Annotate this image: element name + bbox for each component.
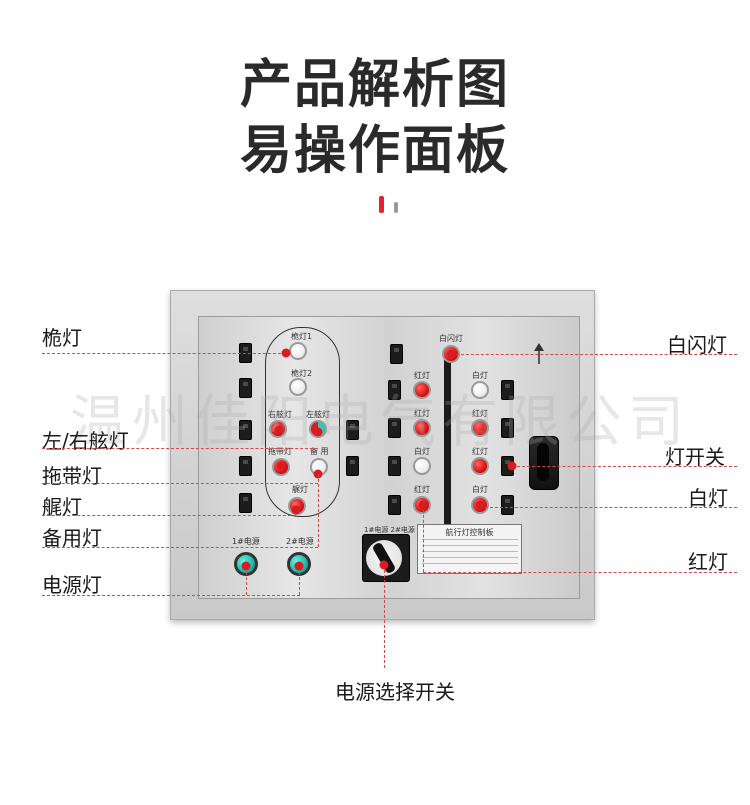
switch-mast-light-2[interactable] <box>239 378 252 398</box>
label-red-light-1: 红灯 <box>414 371 430 380</box>
accent-bar-gray <box>394 202 398 213</box>
label-red-light-5: 红灯 <box>414 485 430 494</box>
lamp-red-light-3 <box>471 419 489 437</box>
leader-spare-light <box>42 547 318 548</box>
switch-red-light-3[interactable] <box>501 418 514 438</box>
leader-light-switch <box>512 466 737 467</box>
nameplate-title: 航行灯控制板 <box>445 528 494 537</box>
switch-towing-light[interactable] <box>239 456 252 476</box>
lamp-white-light-2 <box>413 457 431 475</box>
lamp-red-light-4 <box>471 457 489 475</box>
nameplate-spec-lines <box>422 539 518 569</box>
mast-light-group-outline <box>265 327 340 517</box>
dot-power-1 <box>241 561 251 571</box>
callout-power-light: 电源灯 <box>42 573 102 597</box>
callout-red-light: 红灯 <box>688 550 728 574</box>
label-starboard-light: 右舷灯 <box>268 410 292 419</box>
lamp-red-light-1 <box>413 381 431 399</box>
label-stern-light: 艉灯 <box>292 485 308 494</box>
callout-power-selector: 电源选择开关 <box>335 680 455 704</box>
vleader-spare-light <box>318 474 319 547</box>
label-white-light-2: 白灯 <box>414 447 430 456</box>
leader-red-light <box>423 572 737 573</box>
dot-white-light <box>475 500 485 510</box>
switch-port-light[interactable] <box>346 420 359 440</box>
leader-stern-light <box>42 515 296 516</box>
dot-power-selector <box>379 560 389 570</box>
dot-mast-light <box>281 348 291 358</box>
label-mast-light-1: 桅灯1 <box>291 332 313 341</box>
dot-starboard-light <box>274 425 284 435</box>
label-power-1: 1#电源 <box>232 537 260 546</box>
callout-mast-light: 桅灯 <box>42 326 82 350</box>
leader-side-lights <box>42 448 318 449</box>
leader-mast-light <box>42 353 286 354</box>
label-red-light-2: 红灯 <box>414 409 430 418</box>
vleader-power-2 <box>299 567 300 595</box>
label-power-2: 2#电源 <box>286 537 314 546</box>
label-red-light-4: 红灯 <box>472 447 488 456</box>
master-light-switch[interactable] <box>529 436 559 490</box>
callout-light-switch: 灯开关 <box>665 445 725 469</box>
switch-starboard-light[interactable] <box>239 420 252 440</box>
dot-red-light <box>418 500 428 510</box>
callout-white-flash-light: 白闪灯 <box>667 333 727 357</box>
switch-red-light-1[interactable] <box>388 380 401 400</box>
dot-power-2 <box>294 561 304 571</box>
dot-white-flash-light <box>446 349 456 359</box>
page-title-line-2: 易操作面板 <box>239 121 510 181</box>
label-white-light-1: 白灯 <box>472 371 488 380</box>
lamp-mast-light-2 <box>289 378 307 396</box>
switch-white-flash[interactable] <box>390 344 403 364</box>
leader-white-flash-light <box>451 354 737 355</box>
switch-red-light-5[interactable] <box>388 495 401 515</box>
label-red-light-3: 红灯 <box>472 409 488 418</box>
label-port-light: 左舷灯 <box>306 410 330 419</box>
lamp-white-light-1 <box>471 381 489 399</box>
switch-red-light-2[interactable] <box>388 418 401 438</box>
dot-light-switch <box>507 461 517 471</box>
label-towing-light: 拖带灯 <box>268 447 292 456</box>
vleader-power-selector <box>384 565 385 668</box>
callout-side-lights: 左/右舷灯 <box>42 429 129 453</box>
switch-stern-light[interactable] <box>239 493 252 513</box>
mast-diagram <box>444 352 451 530</box>
vleader-red-light <box>423 505 424 572</box>
leader-white-light <box>480 507 737 508</box>
switch-white-light-1[interactable] <box>501 380 514 400</box>
label-white-light-3: 白灯 <box>472 485 488 494</box>
switch-white-light-3[interactable] <box>501 495 514 515</box>
dot-port-light <box>313 427 323 437</box>
switch-white-light-2[interactable] <box>388 456 401 476</box>
page-title-line-1: 产品解析图 <box>239 55 510 115</box>
label-spare: 备 用 <box>310 447 329 456</box>
lamp-mast-light-1 <box>289 342 307 360</box>
nameplate: 航行灯控制板 <box>417 524 522 574</box>
label-white-flash: 白闪灯 <box>439 334 463 343</box>
dot-towing-light <box>276 461 286 471</box>
leader-towing-light <box>42 483 318 484</box>
label-mast-light-2: 桅灯2 <box>291 369 313 378</box>
callout-white-light: 白灯 <box>688 486 728 510</box>
callout-towing-light: 拖带灯 <box>42 464 102 488</box>
callout-spare-light: 备用灯 <box>42 526 102 550</box>
dot-stern-light <box>291 505 301 515</box>
vleader-power-1 <box>246 567 247 595</box>
label-selector: 1#电源 2#电源 <box>364 526 415 534</box>
accent-bar-red <box>379 196 384 213</box>
leader-power-light <box>42 595 300 596</box>
switch-spare-light[interactable] <box>346 456 359 476</box>
lamp-red-light-2 <box>413 419 431 437</box>
